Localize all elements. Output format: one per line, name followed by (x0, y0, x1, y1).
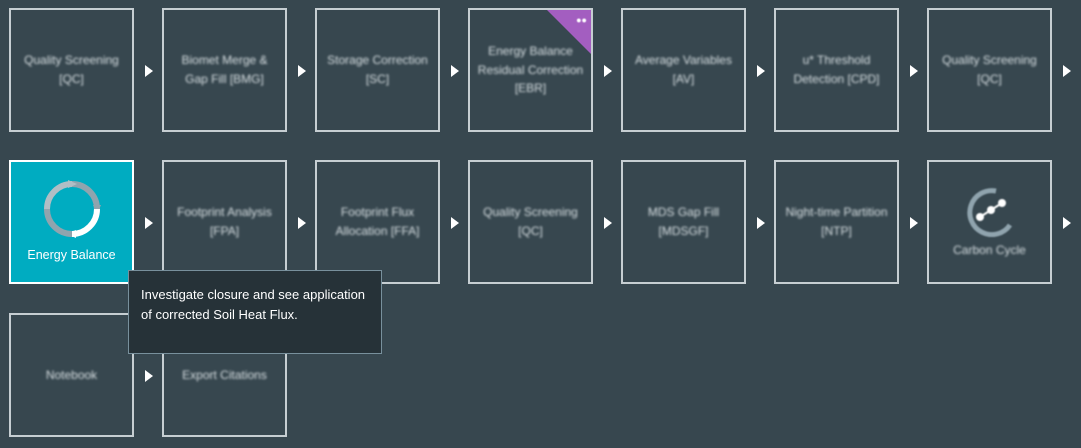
chevron-right-icon (298, 217, 306, 229)
chevron-right-icon (604, 65, 612, 77)
chevron-right-icon (1063, 65, 1071, 77)
step-label: Night-time Partition [NTP] (785, 205, 888, 238)
chevron-right-icon (451, 217, 459, 229)
chevron-right-icon (145, 65, 153, 77)
chevron-right-icon (145, 370, 153, 382)
chevron-right-icon (145, 217, 153, 229)
step-carbon-cycle[interactable]: Carbon Cycle (927, 160, 1052, 284)
step-label: Notebook (45, 367, 98, 382)
step-quality-screening-2[interactable]: Quality Screening [QC] (927, 8, 1052, 132)
step-label: Carbon Cycle (953, 242, 1026, 257)
chevron-right-icon (910, 65, 918, 77)
badge-corner (547, 10, 591, 54)
step-notebook[interactable]: Notebook (9, 313, 134, 437)
step-biomet-merge[interactable]: Biomet Merge & Gap Fill [BMG] (162, 8, 287, 132)
step-label: MDS Gap Fill [MDSGF] (647, 205, 720, 238)
step-quality-screening-3[interactable]: Quality Screening [QC] (468, 160, 593, 284)
step-label: Footprint Flux Allocation [FFA] (335, 205, 420, 238)
step-night-time-partition[interactable]: Night-time Partition [NTP] (774, 160, 899, 284)
step-average-variables[interactable]: Average Variables [AV] (621, 8, 746, 132)
chevron-right-icon (451, 65, 459, 77)
user-group-icon: ●● (576, 15, 587, 25)
chevron-right-icon (757, 65, 765, 77)
step-label: Quality Screening [QC] (24, 53, 119, 86)
step-ustar-threshold[interactable]: u* Threshold Detection [CPD] (774, 8, 899, 132)
chevron-right-icon (298, 65, 306, 77)
step-label: Footprint Analysis [FPA] (177, 205, 272, 238)
step-label: Storage Correction [SC] (327, 53, 428, 86)
cycle-arrows-icon (43, 180, 101, 239)
step-footprint-analysis[interactable]: Footprint Analysis [FPA] (162, 160, 287, 284)
chevron-right-icon (910, 217, 918, 229)
step-label: Quality Screening [QC] (942, 53, 1037, 86)
step-energy-balance-residual[interactable]: Energy Balance Residual Correction [EBR]… (468, 8, 593, 132)
chevron-right-icon (604, 217, 612, 229)
step-energy-balance[interactable]: Energy Balance (9, 160, 134, 284)
chevron-right-icon (1063, 217, 1071, 229)
step-label: Energy Balance (27, 248, 116, 263)
step-storage-correction[interactable]: Storage Correction [SC] (315, 8, 440, 132)
step-label: Quality Screening [QC] (483, 205, 578, 238)
step-label: Biomet Merge & Gap Fill [BMG] (181, 53, 268, 86)
step-label: u* Threshold Detection [CPD] (793, 53, 880, 86)
chevron-right-icon (757, 217, 765, 229)
tooltip: Investigate closure and see application … (128, 270, 382, 354)
step-label: Export Citations (182, 367, 267, 382)
step-quality-screening-1[interactable]: Quality Screening [QC] (9, 8, 134, 132)
carbon-cycle-icon (966, 187, 1012, 237)
step-footprint-flux-allocation[interactable]: Footprint Flux Allocation [FFA] (315, 160, 440, 284)
step-label: Average Variables [AV] (635, 53, 732, 86)
tooltip-text: Investigate closure and see application … (141, 287, 366, 322)
step-mds-gap-fill[interactable]: MDS Gap Fill [MDSGF] (621, 160, 746, 284)
